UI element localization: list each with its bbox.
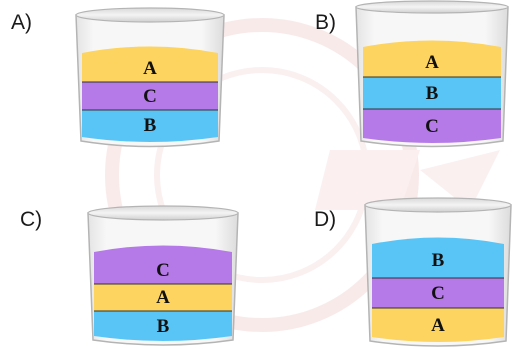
beaker-d-label-3: A (431, 315, 445, 336)
option-b-label: B) (315, 11, 336, 34)
background-watermark (105, 18, 500, 332)
beaker-c-layer-3 (94, 311, 232, 341)
option-b[interactable]: B) A B C (315, 0, 509, 148)
beaker-c: C A B (87, 205, 239, 346)
beaker-d-label-1: B (432, 250, 445, 271)
beaker-b-label-2: B (426, 83, 439, 104)
beaker-a-layer-1 (82, 46, 218, 82)
beaker-a: A C B (75, 7, 225, 148)
beaker-c-label-3: B (157, 316, 170, 337)
option-c-label: C) (20, 208, 42, 231)
beaker-c-liquid (94, 245, 232, 341)
beaker-d-layer-1 (372, 237, 504, 278)
beaker-d-layer-2 (372, 278, 504, 308)
beaker-b: A B C (355, 0, 509, 148)
beaker-d-layer-3 (372, 308, 504, 342)
option-a[interactable]: A) A C B (11, 7, 225, 148)
beaker-a-label-1: A (143, 58, 157, 79)
beaker-b-label-3: C (425, 116, 439, 137)
beaker-d-label-2: C (431, 283, 445, 304)
beaker-b-liquid (363, 40, 501, 143)
beaker-d: B C A (364, 197, 512, 347)
beaker-c-layer-1 (94, 245, 232, 284)
option-c[interactable]: C) C A B (20, 205, 239, 346)
beaker-b-layer-2 (363, 77, 501, 109)
beaker-c-layer-2 (94, 284, 232, 311)
option-d-label: D) (314, 208, 336, 231)
beaker-c-label-1: C (156, 260, 170, 281)
option-a-label: A) (11, 11, 32, 34)
beaker-b-layer-1 (363, 40, 501, 77)
beaker-b-layer-3 (363, 109, 501, 143)
option-d[interactable]: D) B C A (314, 197, 512, 347)
beaker-a-layer-2 (82, 82, 218, 110)
beaker-c-label-2: A (156, 287, 170, 308)
beaker-a-label-3: B (144, 115, 157, 136)
beaker-a-layer-3 (82, 110, 218, 142)
beaker-b-label-1: A (425, 52, 439, 73)
beaker-a-liquid (82, 46, 218, 142)
beaker-d-liquid (372, 237, 504, 342)
beaker-a-label-2: C (143, 86, 157, 107)
